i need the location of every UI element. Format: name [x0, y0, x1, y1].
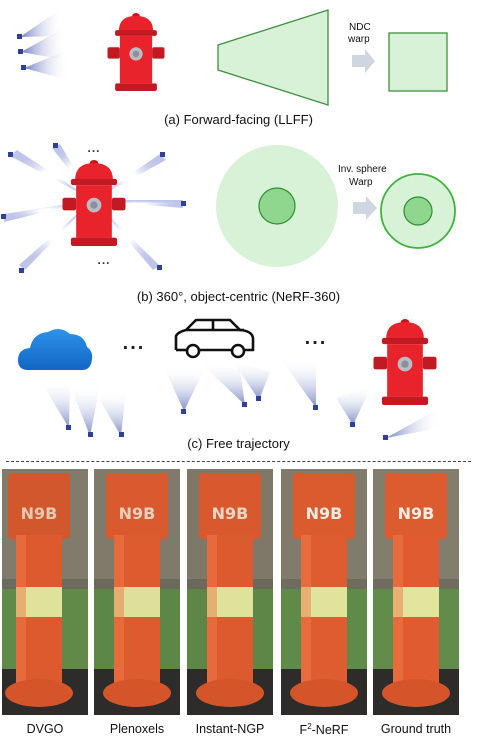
forward-facing-panel: NDC warp [17, 8, 448, 106]
dots-left: ... [123, 332, 146, 354]
camera-cone [17, 8, 62, 39]
arrow-icon [353, 196, 377, 220]
trajectory-ray [386, 408, 440, 438]
hydrant-label: N9B [21, 504, 58, 523]
caption-forward-facing: (a) Forward-facing (LLFF) [164, 112, 313, 127]
hydrant-icon [62, 159, 126, 247]
warp-label: warp [347, 34, 370, 45]
ndc-cube-shape [388, 32, 448, 92]
dots-right: ... [305, 327, 328, 349]
hydrant-icon [107, 13, 165, 91]
camera-cone [21, 50, 68, 80]
free-trajectory-panel: ... ... [18, 318, 440, 440]
arrow-icon [352, 49, 375, 73]
caption-free-trajectory: (c) Free trajectory [187, 436, 290, 451]
photo-plenoxels: N9B [94, 469, 180, 715]
caption-object-centric: (b) 360°, object-centric (NeRF-360) [136, 289, 341, 304]
label-plenoxels: Plenoxels [109, 722, 165, 736]
camera-cone [18, 27, 66, 60]
comparison-photos: N9B N9B N9B [0, 469, 477, 715]
sphere-warp-label: Warp [349, 177, 373, 188]
car-icon [174, 318, 255, 359]
camera-markers [1, 143, 186, 273]
label-f2-suffix: -NeRF [311, 723, 349, 738]
hydrant-icon [373, 318, 437, 406]
ndc-label: NDC [349, 22, 371, 33]
scene-diagram: NDC warp ... ... [1, 8, 456, 440]
dots-top: ... [87, 141, 100, 155]
hydrant-label: N9B [212, 504, 249, 523]
object-centric-panel: ... ... Inv. sphere Warp [1, 141, 456, 273]
hydrant-label: N9B [306, 504, 343, 523]
photo-dvgo: N9B [2, 469, 88, 715]
dots-bottom: ... [97, 253, 110, 267]
warped-inner-sphere-shape [403, 196, 433, 226]
label-ground-truth: Ground truth [380, 722, 452, 736]
photo-instant-ngp: N9B [187, 469, 273, 715]
photo-f2-nerf: N9B [281, 469, 367, 715]
photo-ground-truth: N9B [373, 469, 459, 715]
inv-sphere-label: Inv. sphere [338, 164, 387, 175]
trajectory-rays [40, 358, 372, 436]
label-dvgo: DVGO [26, 722, 64, 736]
label-f2-prefix: F [299, 723, 308, 738]
frustum-shape [217, 9, 329, 106]
label-f2-sup: 2 [307, 722, 312, 731]
label-instant-ngp: Instant-NGP [195, 722, 265, 736]
cloud-icon [18, 328, 93, 370]
dashed-divider [6, 461, 471, 462]
camera-markers [66, 396, 388, 440]
hydrant-label: N9B [119, 504, 156, 523]
hydrant-label: N9B [398, 504, 435, 523]
label-f2-nerf: F2-NeRF [274, 722, 374, 737]
inner-sphere-shape [258, 187, 296, 225]
